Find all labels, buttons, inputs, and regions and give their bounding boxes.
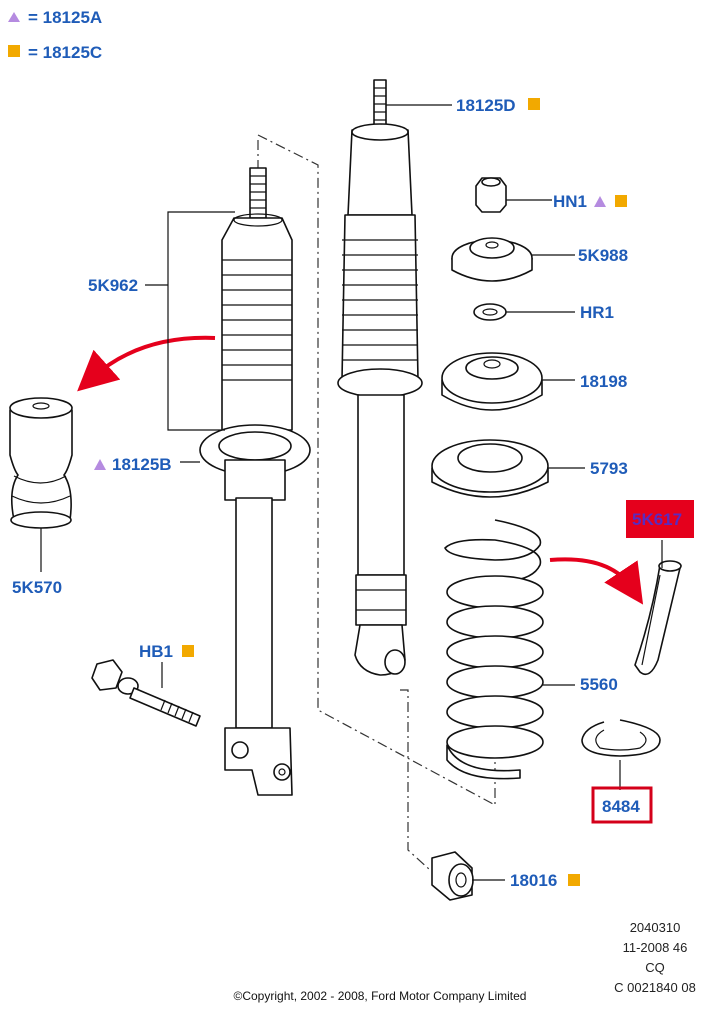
hn1-nut — [475, 177, 507, 213]
label-18125B: 18125B — [112, 455, 172, 474]
reference-number: 2040310 — [630, 920, 681, 935]
label-5K988: 5K988 — [578, 246, 628, 265]
legend-triangle-text: = 18125A — [28, 8, 102, 27]
upper-mount-5K988 — [451, 237, 533, 282]
label-5K570: 5K570 — [12, 578, 62, 597]
left-shock-absorber — [199, 167, 311, 796]
label-5793: 5793 — [590, 459, 628, 478]
square-marker-icon — [528, 98, 540, 110]
label-8484: 8484 — [602, 797, 640, 816]
reference-id: C 0021840 08 — [614, 980, 696, 995]
label-5K617: 5K617 — [632, 510, 682, 529]
label-HN1: HN1 — [553, 192, 587, 211]
spring-seat-5793 — [431, 439, 549, 498]
coil-spring-5560 — [444, 519, 544, 780]
top-mount-18198 — [441, 352, 543, 411]
triangle-marker-icon — [594, 196, 606, 207]
bump-stop-5K570 — [9, 397, 73, 529]
triangle-marker-icon — [8, 12, 20, 22]
hr1-washer — [473, 303, 507, 321]
leader-lines — [40, 104, 663, 881]
legend-square-text: = 18125C — [28, 43, 102, 62]
right-red-arrow — [549, 557, 644, 605]
label-18198: 18198 — [580, 372, 627, 391]
center-shock-absorber — [337, 79, 423, 676]
label-HR1: HR1 — [580, 303, 614, 322]
reference-code: CQ — [645, 960, 665, 975]
left-red-arrow — [77, 335, 216, 392]
part-labels: 18125D HN1 5K988 HR1 18198 5793 5K617 55… — [12, 96, 694, 890]
square-marker-icon — [8, 45, 20, 57]
label-18125D: 18125D — [456, 96, 516, 115]
insulator-5K617 — [634, 560, 682, 676]
highlight-box-8484 — [591, 786, 653, 824]
label-5K962: 5K962 — [88, 276, 138, 295]
legend: = 18125A = 18125C — [8, 8, 102, 62]
label-5560: 5560 — [580, 675, 618, 694]
highlight-box-5K617 — [626, 500, 694, 538]
diagram-reference-block: 2040310 11-2008 46 CQ C 0021840 08 — [614, 920, 696, 995]
bushing-18016 — [431, 851, 474, 901]
label-18016: 18016 — [510, 871, 557, 890]
square-marker-icon — [615, 195, 627, 207]
hb1-bolt — [91, 659, 201, 727]
triangle-marker-icon — [94, 459, 106, 470]
label-HB1: HB1 — [139, 642, 173, 661]
copyright-notice: ©Copyright, 2002 - 2008, Ford Motor Comp… — [234, 989, 527, 1003]
square-marker-icon — [182, 645, 194, 657]
square-marker-icon — [568, 874, 580, 886]
reference-date: 11-2008 46 — [623, 940, 688, 955]
ring-8484 — [581, 719, 661, 757]
